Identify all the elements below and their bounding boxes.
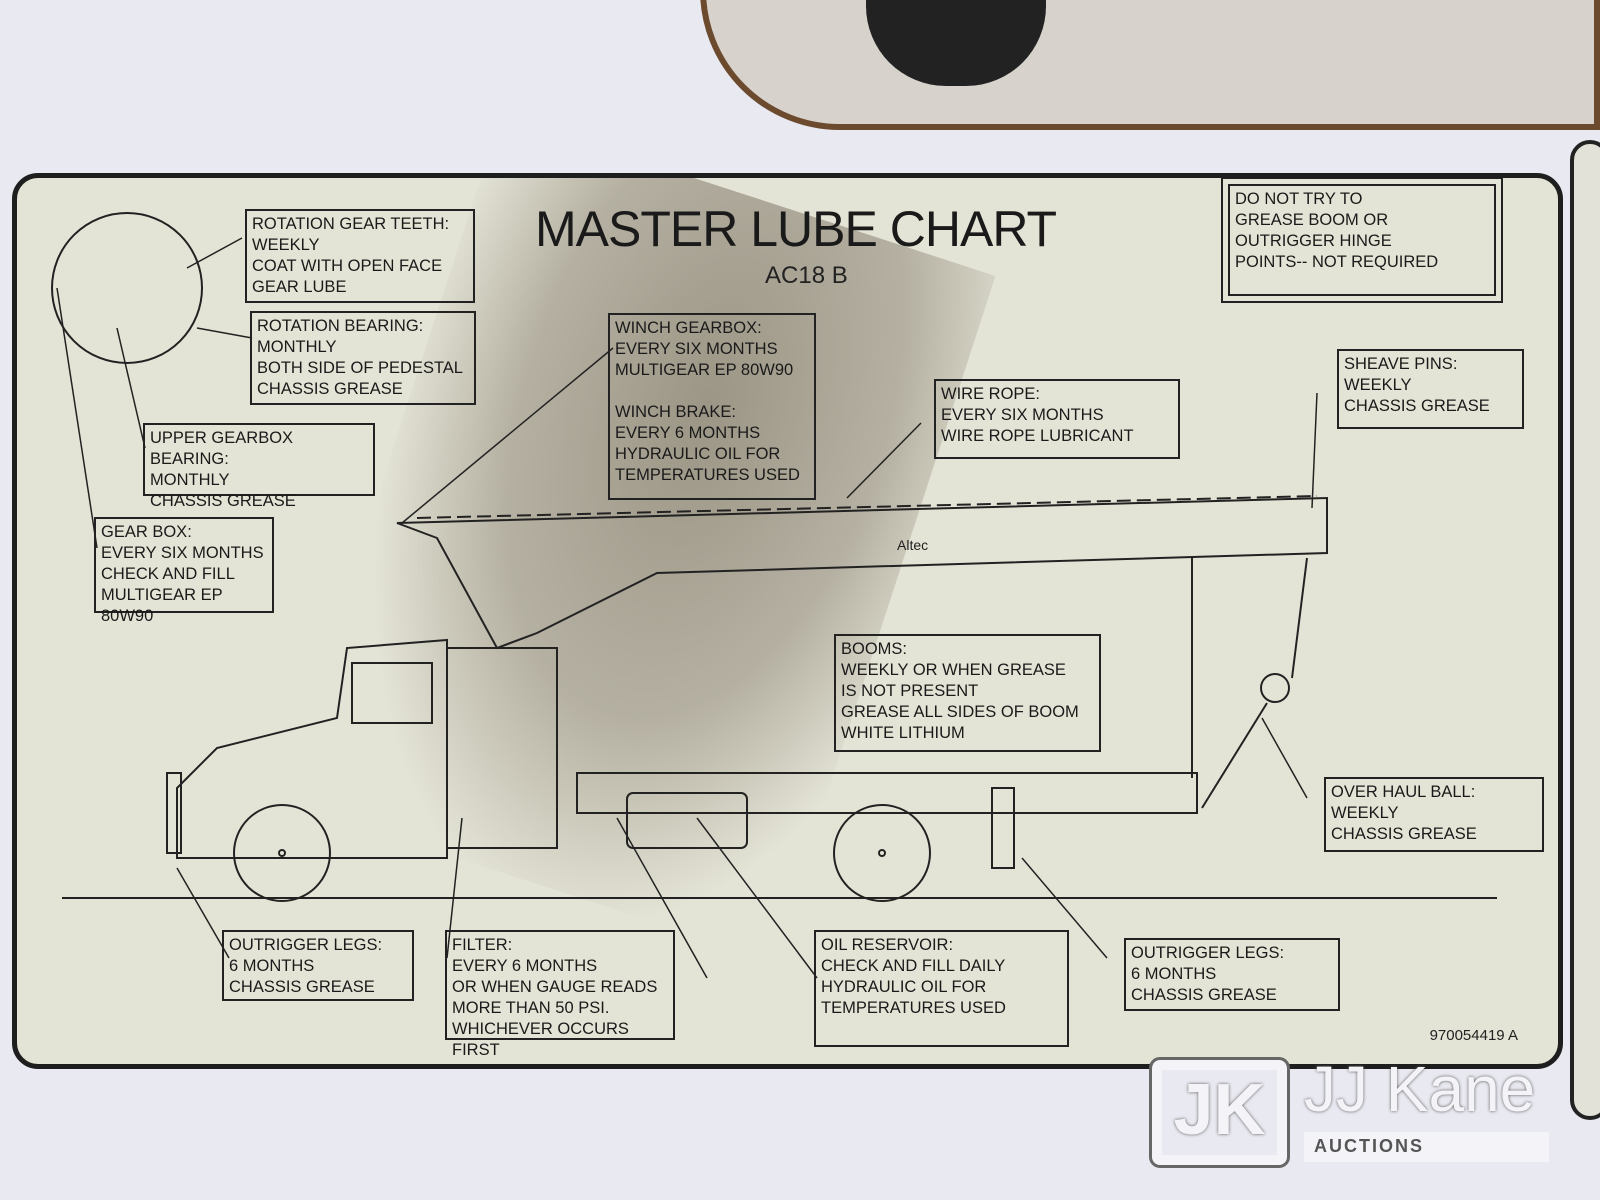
model-number: AC18 B [765,262,848,289]
lube-chart-plate: Altec MASTER LUBE CHART AC18 B ROTATION … [12,173,1563,1069]
part-number: 970054419 A [1429,1027,1518,1044]
photo-background-opening [700,0,1600,130]
callout-upper-gearbox-bearing: UPPER GEARBOX BEARING: MONTHLY CHASSIS G… [143,423,375,510]
callout-warning: DO NOT TRY TO GREASE BOOM OR OUTRIGGER H… [1221,178,1503,303]
front-outrigger [166,772,182,854]
hydraulic-hoses [866,0,1046,86]
hook-cable [1201,702,1268,809]
watermark-name: JJ Kane [1304,1053,1536,1125]
detail-circle [51,212,203,364]
front-wheel [233,804,331,902]
callout-filter: FILTER: EVERY 6 MONTHS OR WHEN GAUGE REA… [445,930,675,1059]
callout-outrigger-legs-front: OUTRIGGER LEGS: 6 MONTHS CHASSIS GREASE [222,930,414,1001]
callout-wire-rope: WIRE ROPE: EVERY SIX MONTHS WIRE ROPE LU… [934,379,1180,459]
watermark-tag: AUCTIONS [1304,1132,1549,1162]
callout-gear-box: GEAR BOX: EVERY SIX MONTHS CHECK AND FIL… [94,517,274,625]
callout-over-haul-ball: OVER HAUL BALL: WEEKLY CHASSIS GREASE [1324,777,1544,852]
truck-diagram: Altec [51,212,1497,979]
rear-wheel [833,804,931,902]
hook-line [1291,557,1308,679]
over-haul-ball-shape [1260,673,1290,703]
callout-booms: BOOMS: WEEKLY OR WHEN GREASE IS NOT PRES… [834,634,1101,752]
wire-rope-line [416,495,1318,519]
altec-brand: Altec [897,537,928,553]
adjacent-label-edge [1570,140,1600,1120]
callout-outrigger-legs-rear: OUTRIGGER LEGS: 6 MONTHS CHASSIS GREASE [1124,938,1340,1011]
callout-oil-reservoir: OIL RESERVOIR: CHECK AND FILL DAILY HYDR… [814,930,1069,1047]
chart-title: MASTER LUBE CHART [535,201,1057,257]
callout-rotation-bearing: ROTATION BEARING: MONTHLY BOTH SIDE OF P… [250,311,476,405]
callout-winch: WINCH GEARBOX: EVERY SIX MONTHS MULTIGEA… [608,313,816,500]
rear-outrigger [991,787,1015,869]
truck-bed [576,772,1198,814]
callout-sheave-pins: SHEAVE PINS: WEEKLY CHASSIS GREASE [1337,349,1524,429]
boom [396,496,1328,650]
truck-cab [176,638,448,859]
pedestal [446,647,558,849]
leader-lines [56,237,1318,979]
callout-rotation-gear-teeth: ROTATION GEAR TEETH: WEEKLY COAT WITH OP… [245,209,475,303]
oil-reservoir-tank [626,792,748,849]
jk-logo: JK [1149,1057,1290,1168]
cab-window [351,662,433,724]
